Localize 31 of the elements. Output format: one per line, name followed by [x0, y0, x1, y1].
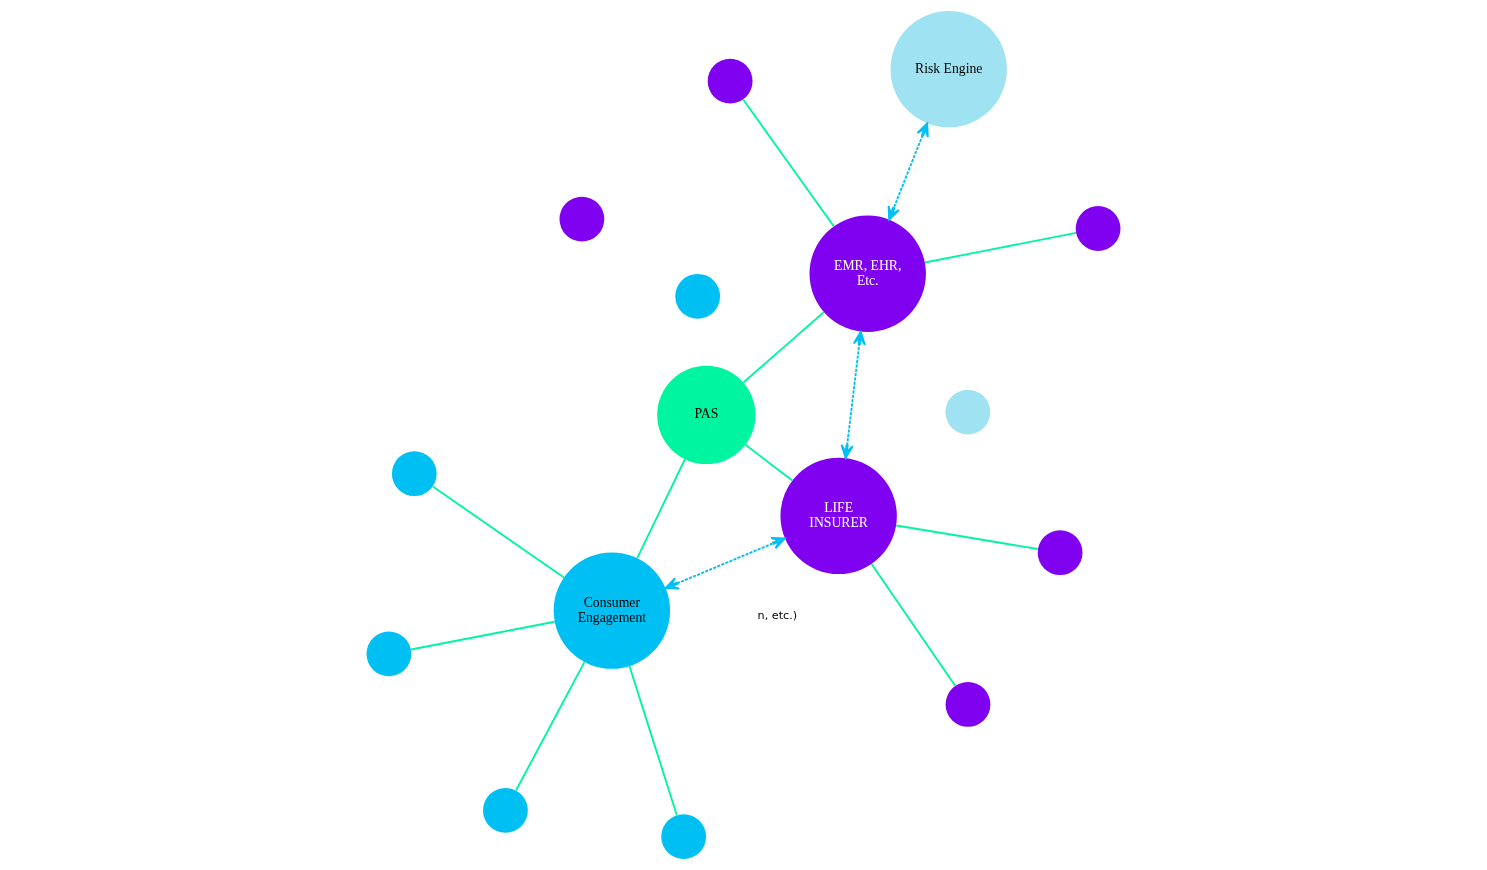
- node-circle: PAS: [657, 365, 756, 465]
- connector: [895, 524, 1039, 550]
- connector: [742, 311, 825, 384]
- arrow: [840, 330, 866, 459]
- node-circle: [945, 389, 991, 435]
- label: n, etc.): [757, 609, 798, 623]
- connector: [636, 458, 686, 560]
- connector: [410, 620, 556, 651]
- connector: [431, 485, 565, 579]
- arrow: [664, 537, 786, 590]
- arrow: [887, 122, 929, 221]
- connector: [515, 661, 586, 792]
- node-circle: Risk Engine: [890, 10, 1007, 128]
- connector: [870, 563, 957, 687]
- node-circle: [1075, 206, 1121, 251]
- node-circle: [559, 196, 605, 242]
- node-circle: [707, 58, 753, 104]
- node-circle: [945, 682, 991, 727]
- node-circle: [483, 788, 528, 833]
- node-circle: [661, 814, 707, 860]
- node-circle: [675, 273, 721, 319]
- connector: [628, 665, 678, 817]
- connector: [924, 231, 1077, 264]
- node-circle: [366, 631, 412, 677]
- node-circle: LIFE INSURER: [780, 457, 897, 575]
- connector: [744, 443, 794, 482]
- node-circle: [391, 451, 437, 497]
- node-circle: Consumer Engagement: [553, 552, 671, 669]
- connector: [742, 98, 835, 228]
- node-circle: [1037, 530, 1083, 576]
- node-circle: EMR, EHR, Etc.: [809, 215, 926, 332]
